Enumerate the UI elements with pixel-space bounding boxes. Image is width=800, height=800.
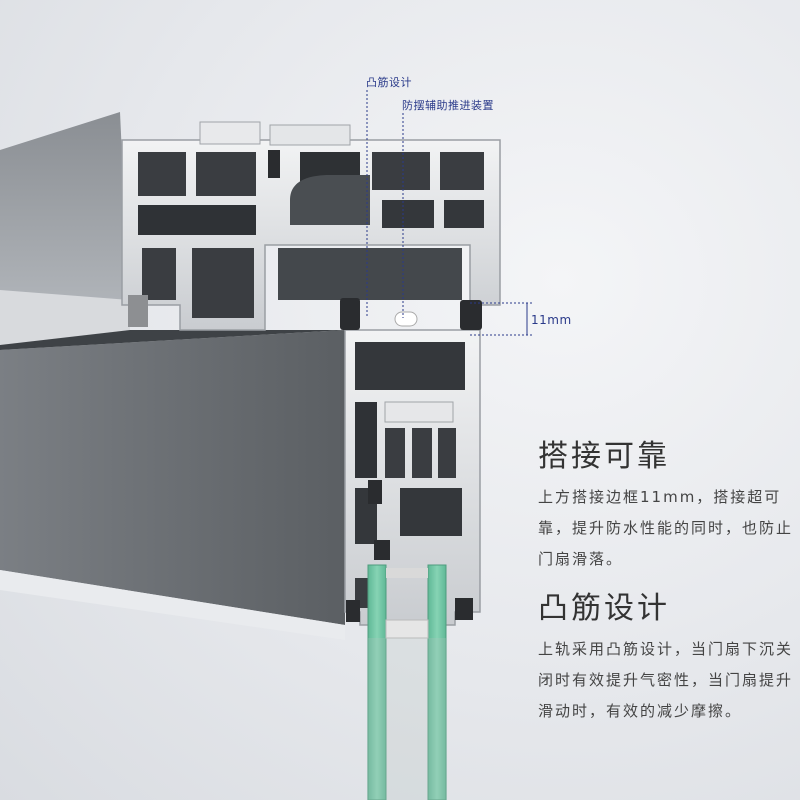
frame-rail-extrusion <box>0 112 345 640</box>
feature-description: 上方搭接边框11mm，搭接超可靠，提升防水性能的同时，也防止门扇滑落。 <box>538 488 794 568</box>
double-glazing <box>367 564 447 800</box>
sash-profile <box>344 329 481 626</box>
upper-frame-profile <box>121 121 501 331</box>
sealing-gaskets <box>128 150 482 622</box>
overlap-dimension-label: 11mm <box>531 313 572 327</box>
feature-title: 搭接可靠 <box>538 439 670 474</box>
anti-swing-callout: 防摆辅助推进装置 <box>402 99 494 112</box>
feature-title: 凸筋设计 <box>538 591 670 626</box>
annotation-lines <box>366 90 532 336</box>
feature-description: 上轨采用凸筋设计，当门扇下沉关闭时有效提升气密性，当门扇提升滑动时，有效的减少摩… <box>538 640 794 720</box>
feature-raised-ribs: 凸筋设计 上轨采用凸筋设计，当门扇下沉关闭时有效提升气密性，当门扇提升滑动时，有… <box>538 590 796 727</box>
raised-ribs-callout: 凸筋设计 <box>366 76 412 89</box>
feature-reliable-overlap: 搭接可靠 上方搭接边框11mm，搭接超可靠，提升防水性能的同时，也防止门扇滑落。 <box>538 438 796 575</box>
